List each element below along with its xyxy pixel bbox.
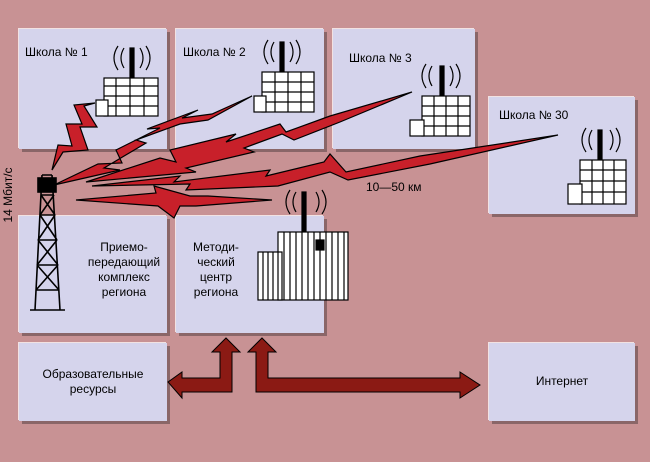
signal-to-method-center — [75, 185, 273, 219]
school-2-label: Школа № 2 — [183, 45, 246, 59]
method-center-label: Методи- ческий центр региона — [193, 240, 239, 299]
signal-to-school-2 — [53, 95, 253, 186]
distance-label: 10—50 км — [366, 180, 422, 194]
radio-signals — [51, 91, 559, 219]
school-1-building-icon — [95, 45, 159, 117]
arrow-resources-to-center — [167, 337, 242, 400]
internet-label: Интернет — [535, 374, 589, 388]
resources-box: Образовательные ресурсы — [19, 343, 167, 421]
school-30-label: Школа № 30 — [499, 108, 569, 122]
regional-complex-label: Приемо- передающий комплекс региона — [87, 240, 161, 299]
method-center-building-icon — [257, 189, 349, 301]
school-30-building-icon — [567, 127, 627, 205]
internet-box: Интернет — [489, 343, 635, 421]
school-3-building-icon — [409, 63, 471, 137]
signal-to-school-30 — [91, 134, 559, 191]
school-1-label: Школа № 1 — [25, 45, 88, 59]
radio-tower-icon — [30, 174, 65, 311]
arrow-center-to-internet — [246, 337, 481, 399]
school-3-label: Школа № 3 — [349, 51, 412, 65]
school-2-building-icon — [253, 39, 315, 113]
signal-to-school-3 — [85, 91, 413, 183]
signal-to-school-1 — [51, 102, 99, 171]
resources-label: Образовательные ресурсы — [42, 367, 144, 396]
connection-arrows — [167, 337, 481, 400]
regional-complex-box: Приемо- передающий комплекс региона — [19, 216, 167, 333]
